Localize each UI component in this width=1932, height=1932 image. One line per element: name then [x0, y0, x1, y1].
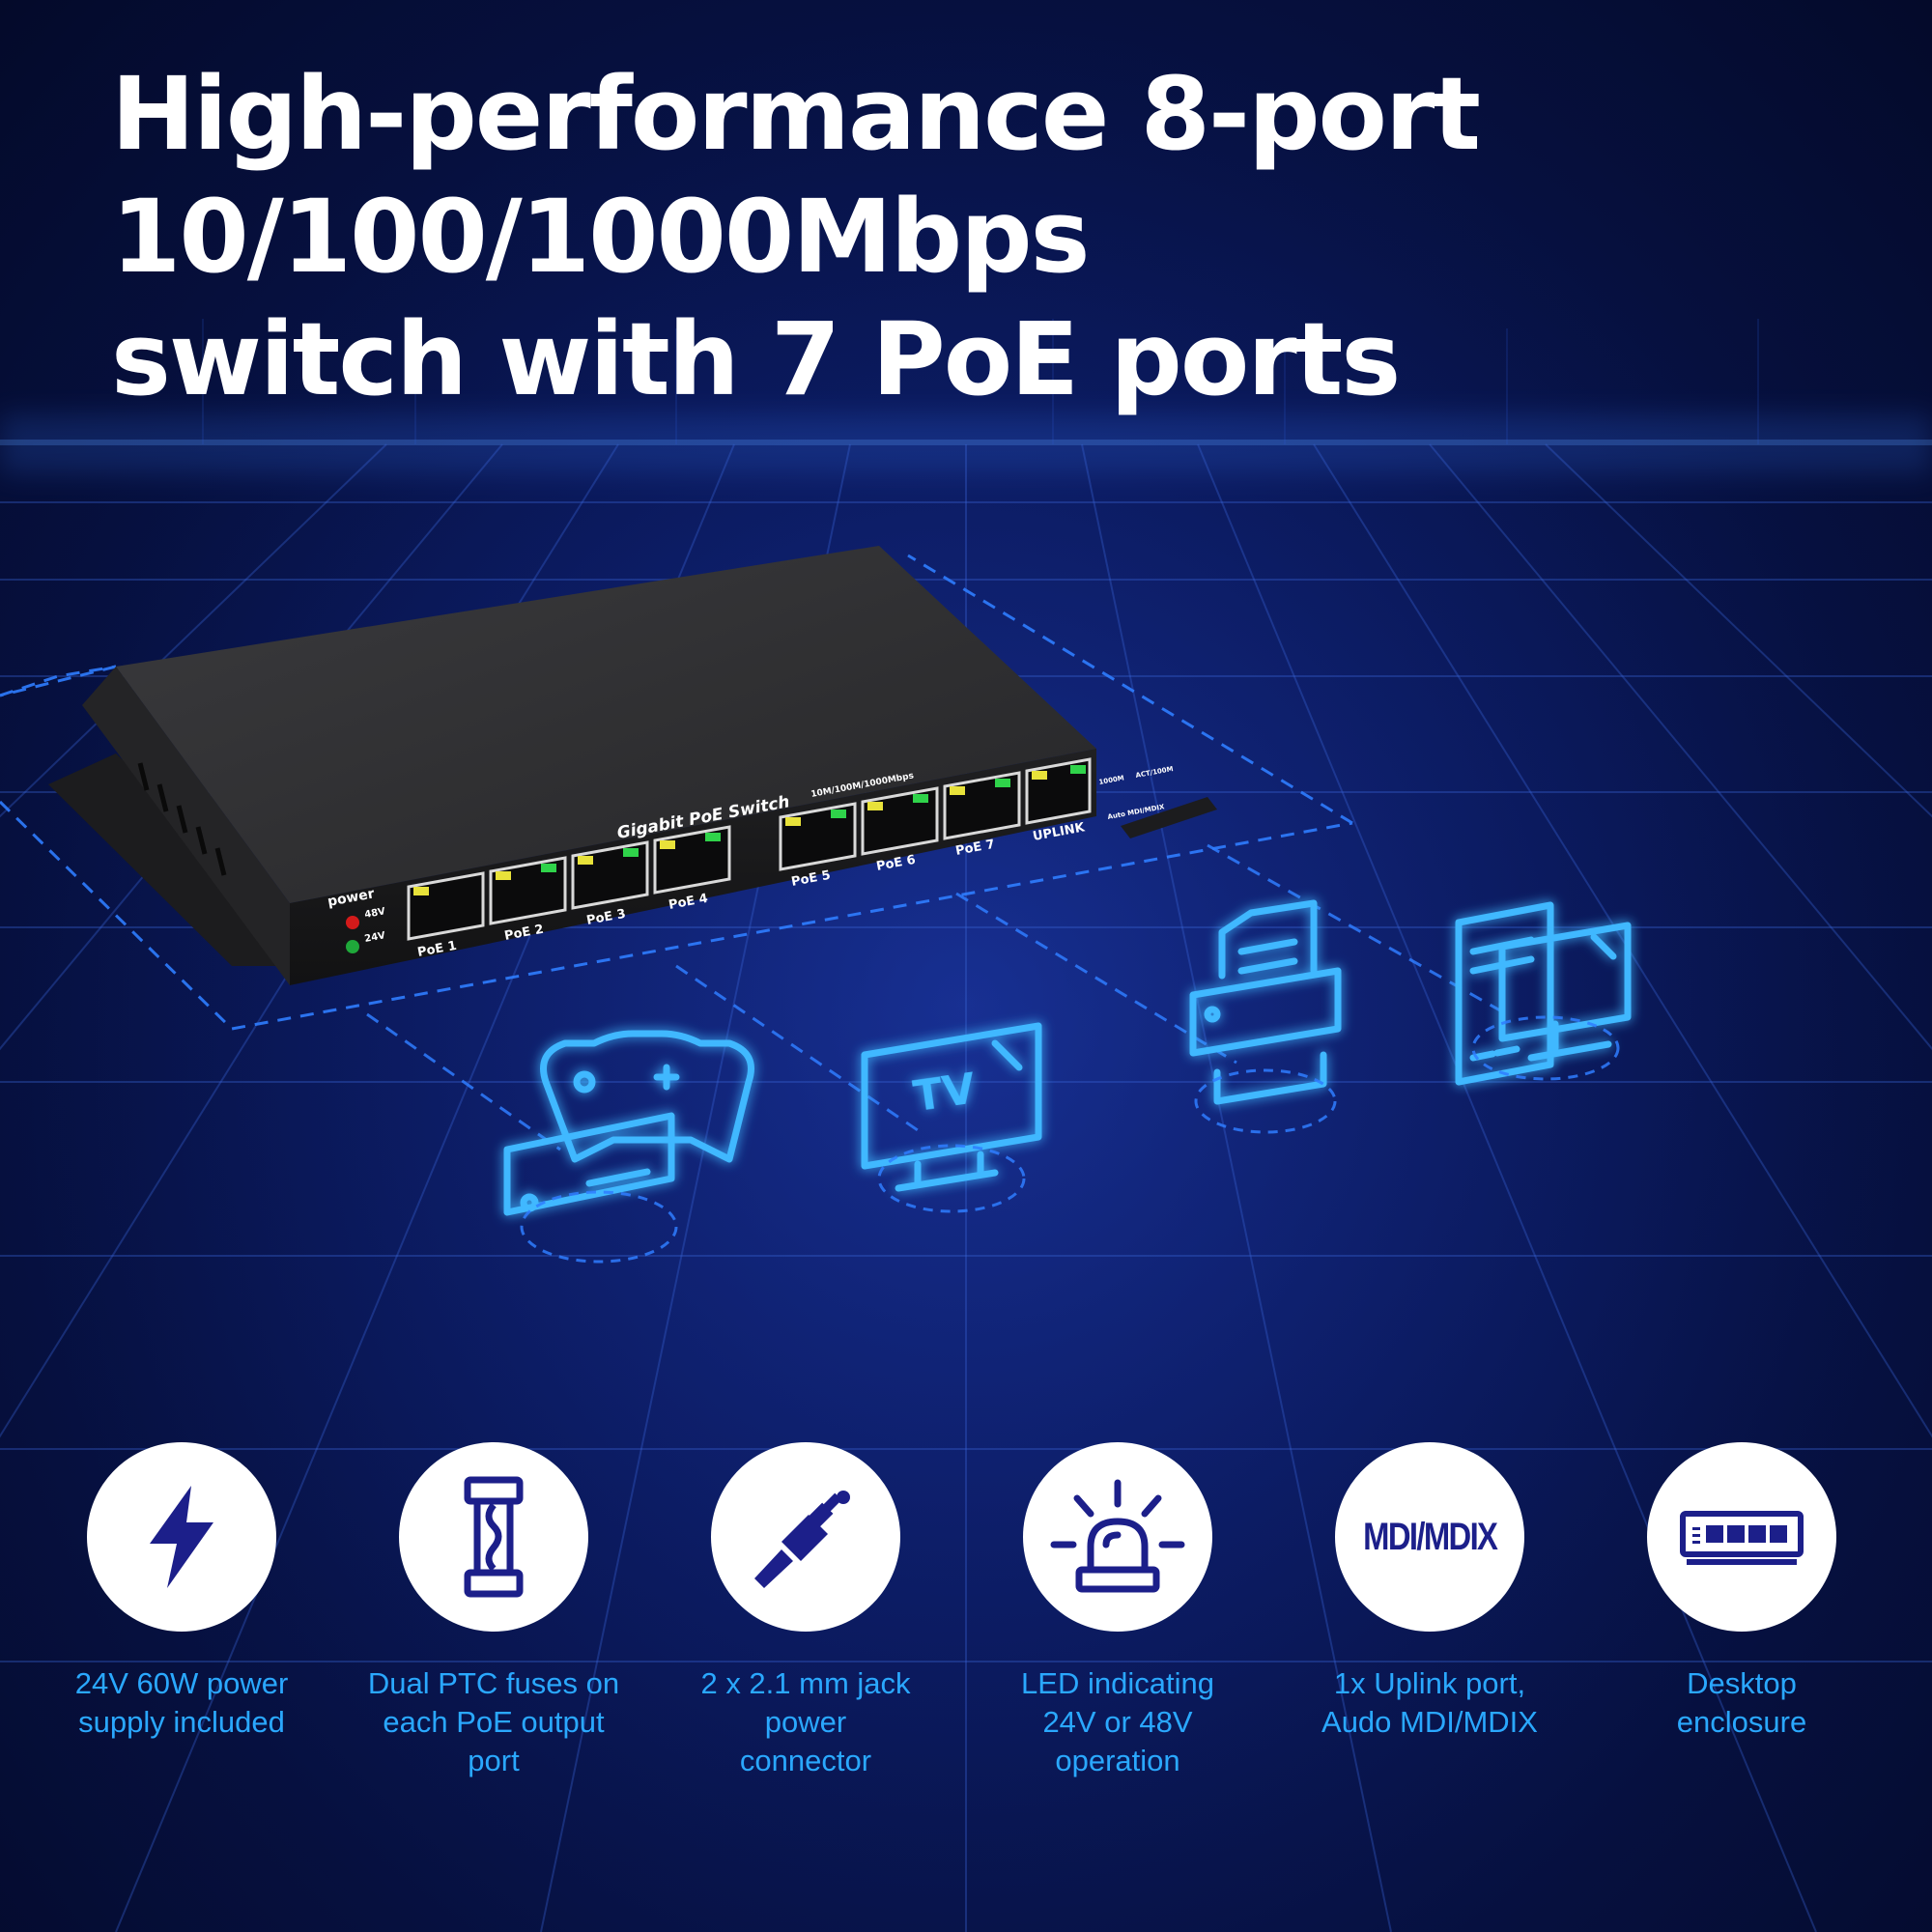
port-label-1: PoE 1 — [416, 939, 458, 960]
headline-line-1: High-performance 8-port — [111, 55, 1481, 173]
feature-label-line: 1x Uplink port, — [1333, 1666, 1526, 1700]
feature-label-line: 2 x 2.1 mm jack — [700, 1666, 911, 1700]
lightning-bolt-icon — [150, 1486, 213, 1588]
feature-icon-circle — [711, 1442, 900, 1632]
port-label-4: PoE 4 — [668, 892, 709, 913]
feature-uplink-port: MDI/MDIX 1x Uplink port, Audo MDI/MDIX — [1285, 1442, 1575, 1742]
tv-screen-text: TV — [910, 1064, 979, 1121]
feature-label-line: Audo MDI/MDIX — [1321, 1705, 1538, 1739]
headline: High-performance 8-port 10/100/1000Mbps … — [111, 53, 1831, 421]
port-label-5: PoE 5 — [790, 868, 832, 890]
poe-switch: Gigabit PoE Switch 10M/100M/1000Mbps pow… — [48, 546, 1217, 985]
feature-label-line: port — [468, 1744, 520, 1777]
mdi-mdix-icon: MDI/MDIX — [1362, 1515, 1498, 1558]
feature-label-line: LED indicating — [1021, 1666, 1214, 1700]
feature-desktop-enclosure: Desktop enclosure — [1597, 1442, 1887, 1742]
feature-label-line: Desktop — [1687, 1666, 1797, 1700]
feature-icon-circle — [1647, 1442, 1836, 1632]
tv-icon — [861, 1022, 1042, 1192]
led-48v-label: 48V — [364, 906, 387, 921]
game-console-icon — [503, 1030, 754, 1216]
port-label-7: PoE 7 — [954, 838, 996, 859]
feature-label: 24V 60W power supply included — [37, 1664, 327, 1742]
feature-led-indicator: LED indicating 24V or 48V operation — [973, 1442, 1263, 1780]
feature-label: LED indicating 24V or 48V operation — [973, 1664, 1263, 1780]
feature-label-line: power — [764, 1705, 847, 1739]
fuse-icon — [464, 1476, 524, 1598]
feature-label-line: connector — [739, 1744, 872, 1777]
feature-jack-connector: 2 x 2.1 mm jack power connector — [661, 1442, 951, 1780]
jack-plug-icon — [754, 1491, 850, 1588]
feature-label-line: 24V or 48V — [1042, 1705, 1193, 1739]
feature-icon-circle — [399, 1442, 588, 1632]
switch-footprint — [0, 554, 1353, 1031]
port-label-2: PoE 2 — [503, 923, 545, 944]
port-label-6: PoE 6 — [875, 853, 917, 874]
feature-label: 1x Uplink port, Audo MDI/MDIX — [1285, 1664, 1575, 1742]
feature-label-line: Dual PTC fuses on — [367, 1666, 620, 1700]
feature-label: Dual PTC fuses on each PoE output port — [349, 1664, 639, 1780]
feature-label: 2 x 2.1 mm jack power connector — [661, 1664, 951, 1780]
feature-icon-circle: MDI/MDIX — [1335, 1442, 1524, 1632]
headline-line-2: 10/100/1000Mbps — [111, 178, 1091, 296]
feature-label-line: operation — [1055, 1744, 1180, 1777]
desktop-computer-icon — [1455, 901, 1632, 1086]
headline-line-3: switch with 7 PoE ports — [111, 300, 1401, 418]
feature-label-line: enclosure — [1676, 1705, 1807, 1739]
feature-label-line: supply included — [78, 1705, 285, 1739]
port-label-3: PoE 3 — [585, 907, 627, 928]
feature-icon-circle — [87, 1442, 276, 1632]
feature-power-supply: 24V 60W power supply included — [37, 1442, 327, 1742]
feature-label-line: 24V 60W power — [74, 1666, 289, 1700]
led-24v-label: 24V — [364, 930, 387, 945]
alarm-light-icon — [1050, 1479, 1185, 1593]
feature-label-line: each PoE output — [383, 1705, 605, 1739]
feature-icon-circle — [1023, 1442, 1212, 1632]
printer-icon — [1189, 899, 1342, 1105]
feature-ptc-fuses: Dual PTC fuses on each PoE output port — [349, 1442, 639, 1780]
feature-label: Desktop enclosure — [1597, 1664, 1887, 1742]
network-switch-icon — [1680, 1511, 1804, 1565]
